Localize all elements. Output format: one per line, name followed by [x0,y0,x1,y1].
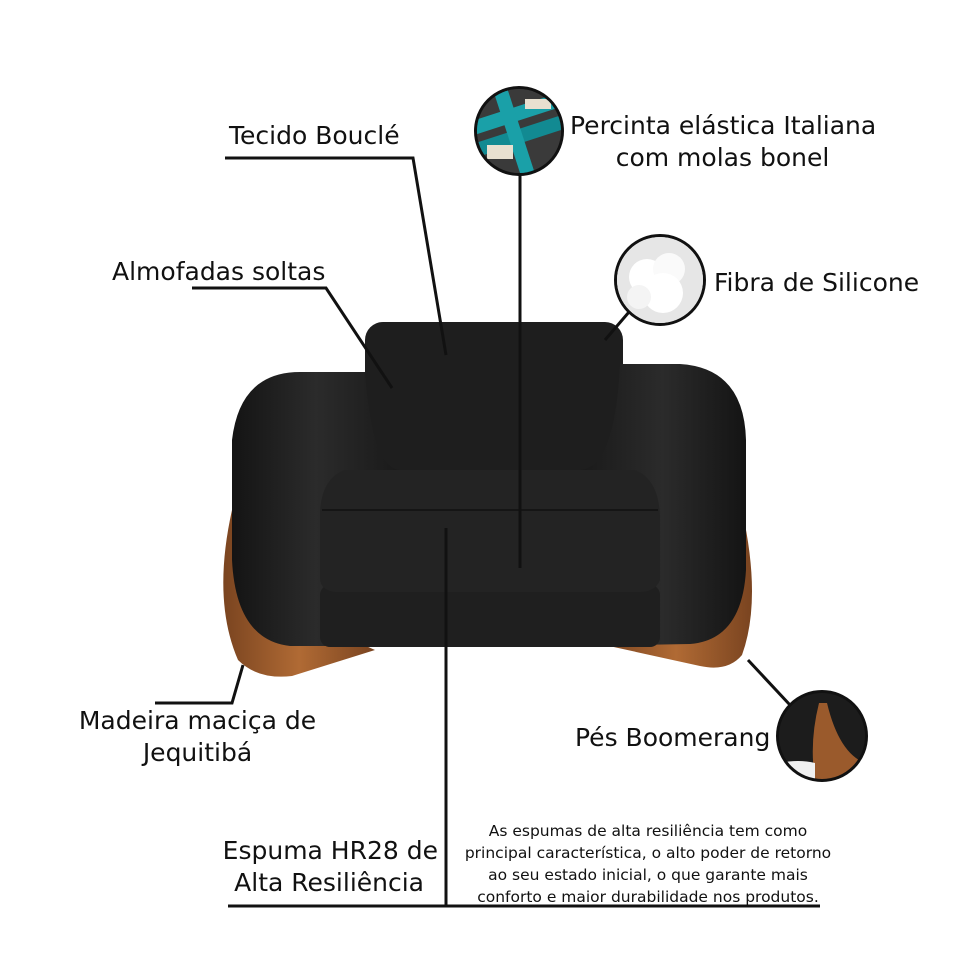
foam-description-line1: As espumas de alta resiliência tem como [488,822,808,840]
seat-cushion [320,470,660,592]
label-tecido: Tecido Bouclé [229,121,400,150]
foam-description: As espumas de alta resiliência tem como … [452,820,844,908]
label-fibra: Fibra de Silicone [714,268,920,297]
label-madeira-line2: Jequitibá [142,738,253,767]
label-madeira: Madeira maciça de Jequitibá [70,705,325,769]
label-espuma-line1: Espuma HR28 de [222,836,438,865]
foam-description-line2: principal característica, o alto poder d… [464,844,832,862]
label-espuma-line2: Alta Resiliência [234,868,424,897]
percinta-detail-image [474,86,564,176]
label-percinta: Percinta elástica Italiana com molas bon… [570,110,877,174]
foam-description-line4: conforto e maior durabilidade nos produt… [477,888,819,906]
back-cushion [365,322,623,472]
label-percinta-line1: Percinta elástica Italiana [570,111,877,140]
seat-base [320,585,660,647]
fiber-detail-image [614,234,706,326]
foam-description-line3: ao seu estado inicial, o que garante mai… [488,866,808,884]
label-percinta-line2: com molas bonel [615,143,830,172]
label-espuma: Espuma HR28 de Alta Resiliência [200,835,438,899]
feet-detail-image [776,690,868,782]
label-almofadas: Almofadas soltas [112,257,326,286]
label-pes: Pés Boomerang [575,723,771,752]
label-madeira-line1: Madeira maciça de [78,706,317,735]
